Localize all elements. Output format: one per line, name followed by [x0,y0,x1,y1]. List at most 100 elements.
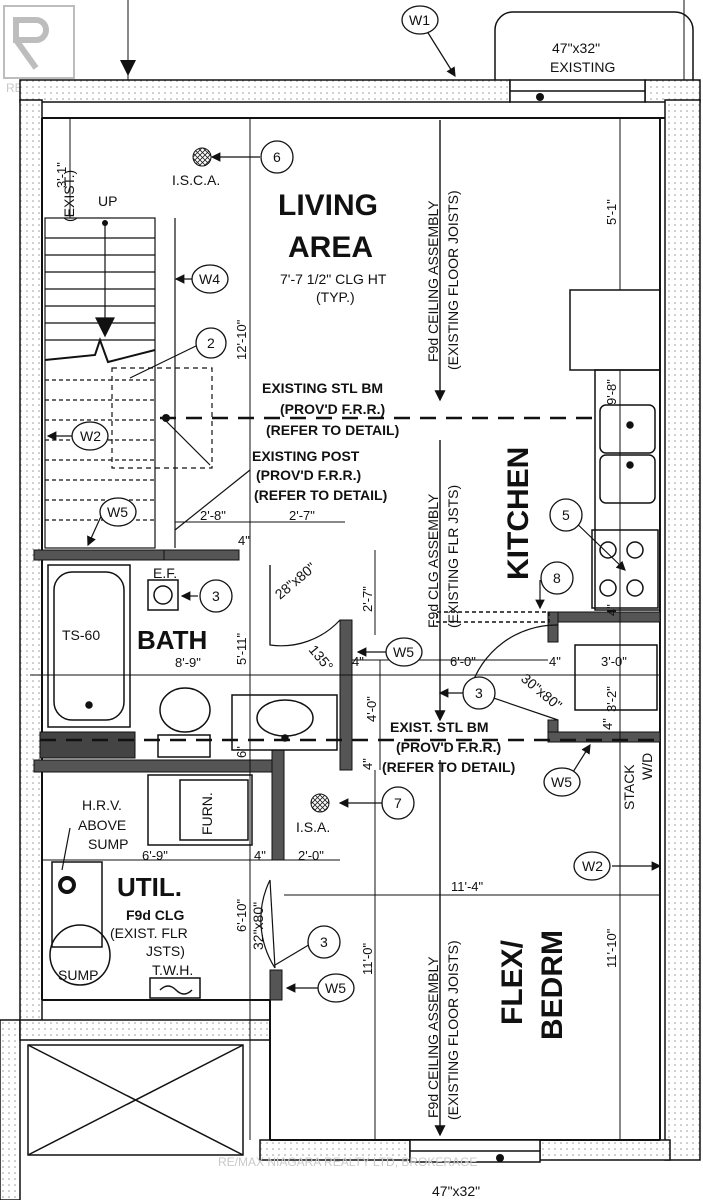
tag-w5-c: W5 [551,774,572,790]
util-label: UTIL. [117,872,182,902]
living-label-1: LIVING [278,189,378,222]
util-ceiling-1: F9d CLG [126,907,184,923]
tag-8: 8 [553,570,561,586]
top-arrow-marker [120,60,136,76]
kitchen-door-size: 30"x80" [518,670,565,713]
dim-3-1: 3'-1" [54,162,69,188]
dimension-lines [30,0,685,1140]
tag-w2-b: W2 [582,858,603,874]
dim-4-b: 4" [549,654,561,669]
ceiling-assembly-1: F9d CEILING ASSEMBLY [425,200,441,362]
tag-w1: W1 [409,12,430,28]
hrv-label-3: SUMP [88,836,128,852]
room-labels: LIVING AREA 7'-7 1/2" CLG HT (TYP.) KITC… [117,189,569,1040]
top-window-size: 47"x32" [552,40,600,56]
dim-4-f: 4" [604,604,619,616]
dim-2-7-b: 2'-7" [360,586,375,612]
dim-4-0: 4'-0" [364,696,379,722]
living-label-2: AREA [288,231,373,264]
exterior-walls [0,79,701,1200]
beam-1-label: EXISTING STL BM [262,380,383,396]
tag-w4: W4 [199,271,220,287]
stack-label: STACK [621,764,637,810]
detector-symbols [192,147,330,813]
tub-label: TS-60 [62,627,100,643]
exhaust-fan-label: E.F. [153,565,177,581]
util-ceiling-2: (EXIST. FLR [110,925,188,941]
water-heater-label: T.W.H. [152,962,193,978]
ceiling-assembly-2b: (EXISTING FLOOR JOISTS) [445,940,461,1120]
util-door-size: 32"x80" [250,902,266,950]
flex-label-1: FLEX/ [496,939,529,1025]
door-angle: 135° [306,642,337,674]
bottom-window: 47"x32" [409,1139,541,1199]
bottom-window-size: 47"x32" [432,1183,480,1199]
dim-4-d: 4" [360,758,375,770]
dim-4-c: 4" [352,654,364,669]
beam-2-label: EXIST. STL BM [390,719,489,735]
beam-1-detail: (REFER TO DETAIL) [266,422,399,438]
isa-label: I.S.A. [296,819,330,835]
bath-door-size: 28"x80" [272,559,319,602]
tag-2: 2 [207,335,215,351]
ceiling-assembly-2: F9d CEILING ASSEMBLY [425,956,441,1118]
interior-walls [33,549,661,1001]
dim-6-10: 6'-10" [234,898,249,932]
window-well [27,1044,244,1156]
hrv-label-2: ABOVE [78,817,126,833]
living-ceiling-height: 7'-7 1/2" CLG HT [280,271,387,287]
dim-12-10: 12'-10" [234,319,249,360]
top-window-label: EXISTING [550,59,615,75]
sump-label: SUMP [58,967,98,983]
dim-6-a: 6" [234,746,249,758]
flex-label-2: BEDRM [536,930,569,1040]
post-detail: (REFER TO DETAIL) [254,487,387,503]
kitchen-counter [436,289,661,711]
ceiling-clg-1: F9d CLG ASSEMBLY [425,493,441,628]
tag-w5-a: W5 [107,504,128,520]
tag-labels: W1 W2 W2 W4 W5 W5 W5 W5 2 3 3 3 5 6 7 8 [80,12,603,996]
dim-9-8: 9'-8" [604,379,619,405]
dim-5-1: 5'-1" [604,199,619,225]
dim-4-g: 4" [600,718,615,730]
tag-w2-a: W2 [80,428,101,444]
dim-11-10: 11'-10" [604,928,619,968]
tag-w5-b: W5 [393,644,414,660]
dim-4-e: 4" [254,848,266,863]
dim-6-0: 6'-0" [450,654,476,669]
tag-3-b: 3 [475,685,483,701]
brokerage-watermark: RE/MAX NIAGARA REALTY LTD, BROKERAGE [218,1155,477,1169]
top-window: 47"x32" EXISTING [494,11,694,103]
notes: F9d CEILING ASSEMBLY (EXISTING FLOOR JOI… [58,170,655,1120]
dim-3-2: 3'-2" [604,686,619,712]
ceiling-assembly-1b: (EXISTING FLOOR JOISTS) [445,190,461,370]
dim-11-0: 11'-0" [360,942,375,975]
dim-6-9: 6'-9" [142,848,168,863]
dim-2-0: 2'-0" [298,848,324,863]
dim-4-a: 4" [238,533,250,548]
beam-2-frr: (PROV'D F.R.R.) [396,739,501,755]
utility-fixtures [49,774,253,999]
post-frr: (PROV'D F.R.R.) [256,467,361,483]
washer-dryer-label: W/D [639,753,655,780]
dim-2-8: 2'-8" [200,508,226,523]
furnace-label: FURN. [199,792,215,835]
living-typ: (TYP.) [316,289,355,305]
dim-8-9: 8'-9" [175,655,201,670]
tag-shapes [71,5,611,1003]
dim-3-0: 3'-0" [601,654,627,669]
stairs [44,217,213,549]
tag-5: 5 [562,507,570,523]
dim-5-11: 5'-11" [234,632,249,665]
beam-1-frr: (PROV'D F.R.R.) [280,401,385,417]
tag-3-c: 3 [320,934,328,950]
isca-label: I.S.C.A. [172,172,220,188]
dimension-labels: 3'-1" 12'-10" 5'-1" 9'-8" 2'-8" 2'-7" 2'… [54,162,627,975]
beam-2-detail: (REFER TO DETAIL) [382,759,515,775]
steel-beams [40,416,660,742]
dim-11-4: 11'-4" [451,879,484,894]
post-label: EXISTING POST [252,448,360,464]
exist-label: (EXIST.) [61,170,77,222]
kitchen-label: KITCHEN [502,447,535,580]
tag-7: 7 [394,795,402,811]
